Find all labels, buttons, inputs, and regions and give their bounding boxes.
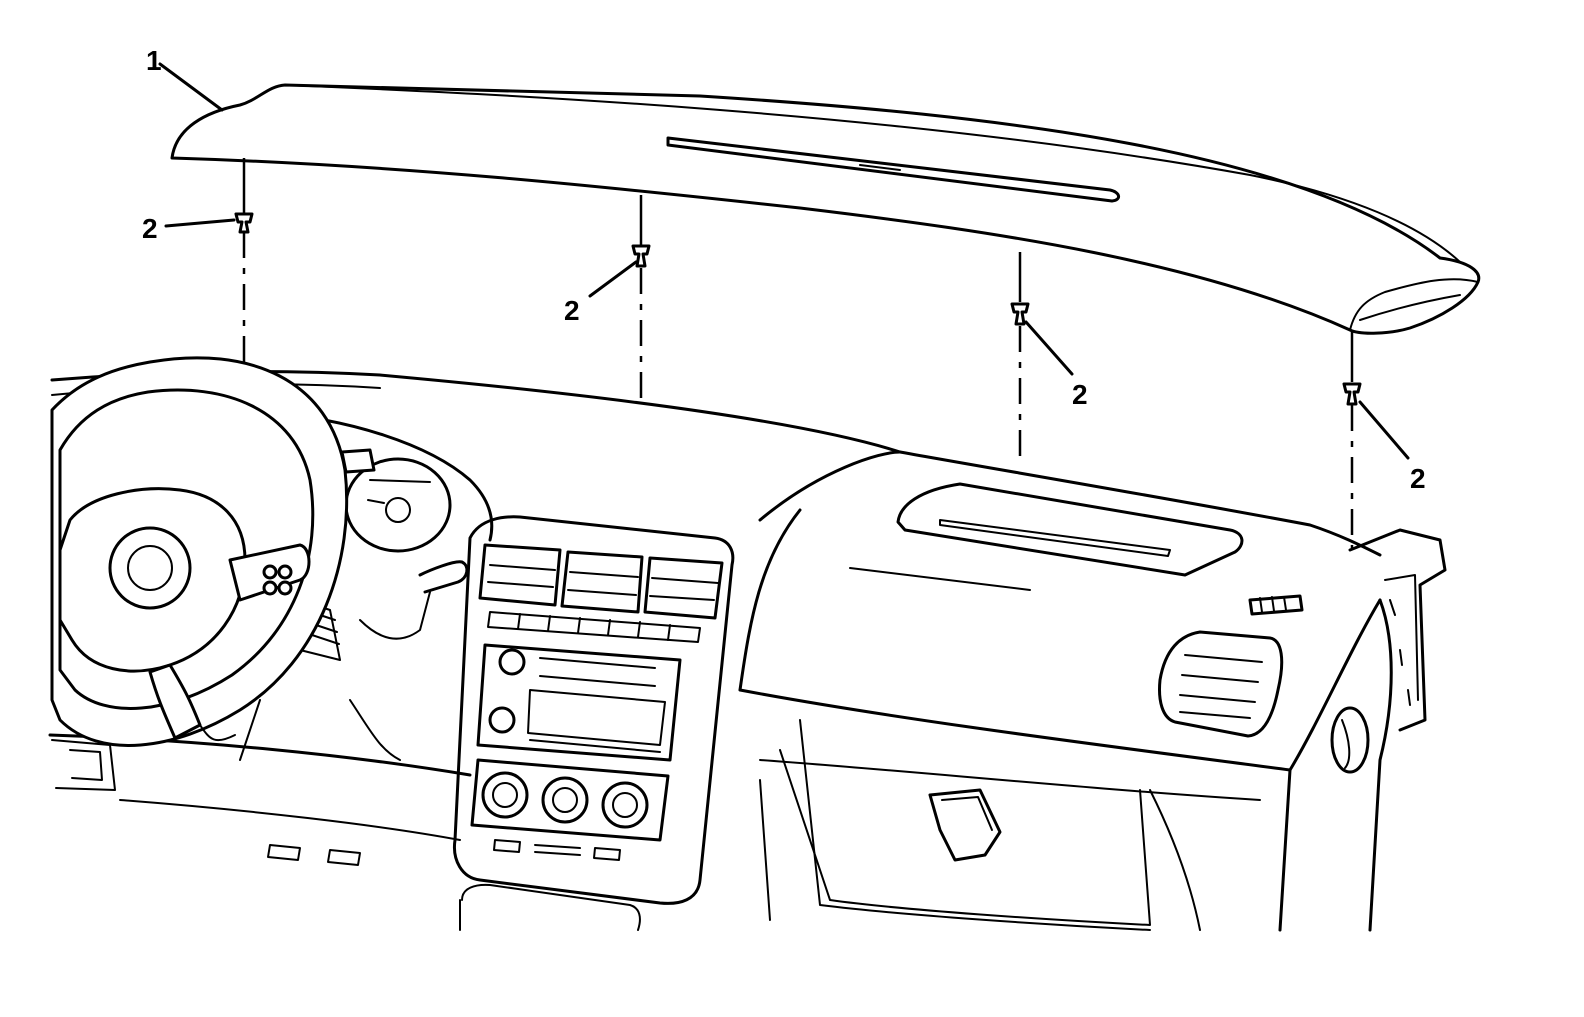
callout-2b: 2	[564, 295, 580, 326]
callout-labels: 1 2 2 2 2	[142, 45, 1426, 494]
retainer-clip-c	[1010, 302, 1030, 326]
upper-trim-pad	[170, 83, 1481, 335]
center-stack	[452, 515, 735, 931]
leader-lines	[158, 62, 1410, 460]
glove-box	[779, 749, 1151, 926]
callout-2c: 2	[1072, 379, 1088, 410]
retainer-clip-a	[234, 212, 254, 234]
callout-2d: 2	[1410, 463, 1426, 494]
retainer-clip-b	[631, 244, 651, 268]
assembly-lines	[242, 158, 1354, 548]
callout-2a: 2	[142, 213, 158, 244]
right-air-vent	[1158, 630, 1284, 738]
callout-1: 1	[146, 45, 162, 76]
steering-wheel	[50, 356, 349, 747]
retainer-clip-d	[1342, 382, 1362, 406]
